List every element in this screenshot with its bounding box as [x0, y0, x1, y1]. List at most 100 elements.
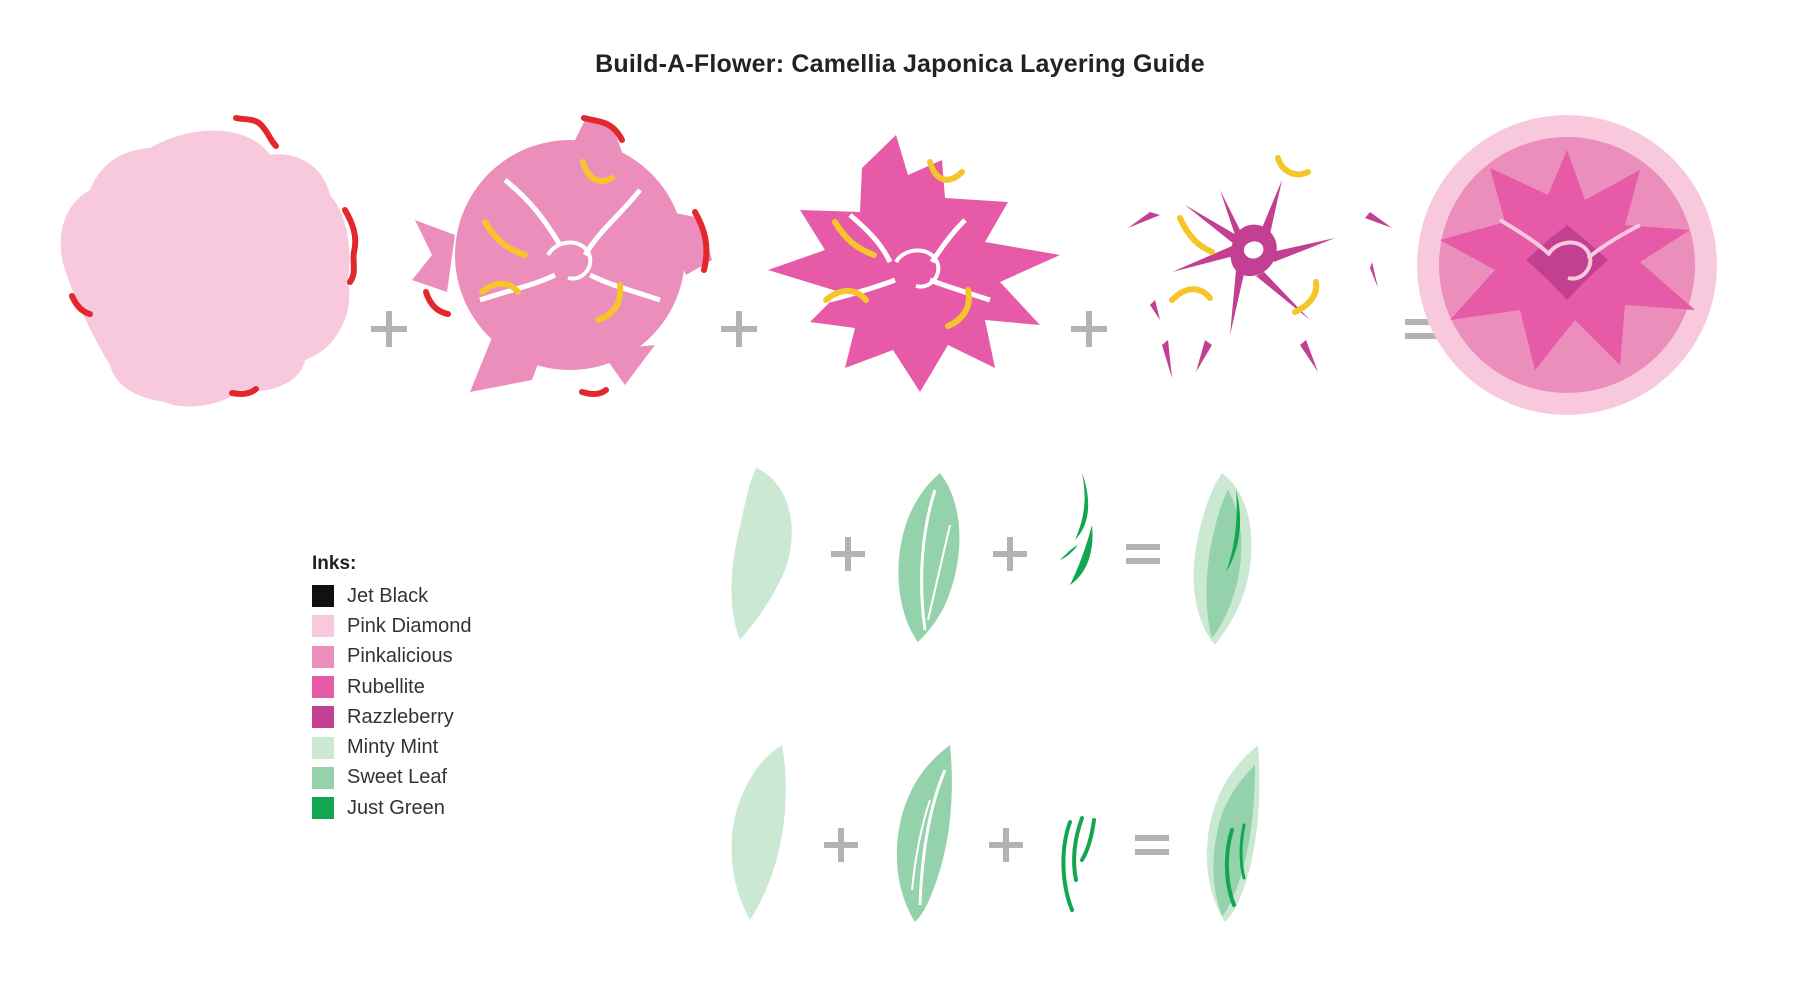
white-petal-line: [479, 272, 557, 303]
legend-item: Just Green: [312, 793, 472, 823]
legend-item-label: Razzleberry: [347, 705, 454, 728]
leaf-vein: [927, 524, 951, 621]
petal-edge: [600, 345, 655, 385]
razzleberry-center: [1230, 224, 1277, 277]
razzleberry-ray: [1262, 180, 1282, 234]
red-guide-mark: [69, 293, 93, 317]
color-swatch: [312, 706, 334, 729]
red-guide-mark: [342, 207, 359, 285]
razzleberry-ray: [1230, 270, 1244, 335]
red-guide-mark: [423, 289, 451, 317]
flower-step-2-pinkalicious-layer: [412, 115, 712, 398]
color-swatch: [312, 797, 334, 820]
legend-item-label: Jet Black: [347, 584, 429, 607]
white-petal-line: [503, 178, 563, 247]
legend-title: Inks:: [312, 553, 357, 574]
razzleberry-ray: [1185, 205, 1238, 244]
yellow-guide-mark: [595, 282, 624, 323]
legend-item: Pink Diamond: [312, 611, 472, 641]
finished-razzleberry-center: [1526, 225, 1608, 300]
leaf-a-just-green-accent: [1070, 525, 1093, 585]
razzleberry-ray: [1365, 212, 1392, 228]
red-guide-mark: [579, 387, 609, 398]
plus-icon: [989, 828, 1023, 862]
leaf-vein: [911, 799, 931, 891]
legend-item-label: Sweet Leaf: [347, 766, 448, 789]
leaf-b-finished-mid: [1213, 765, 1255, 916]
yellow-guide-mark: [1275, 155, 1311, 178]
color-swatch: [312, 645, 334, 668]
white-petal-line: [546, 240, 593, 281]
petal-edge: [412, 220, 455, 292]
leaf-set-b: [731, 745, 1260, 922]
legend-item: Jet Black: [312, 581, 472, 611]
yellow-guide-mark: [823, 288, 869, 303]
leaf-vein: [920, 489, 937, 631]
legend-item-label: Pink Diamond: [347, 614, 472, 637]
white-petal-line: [582, 188, 642, 257]
red-guide-mark: [233, 115, 279, 149]
petal-mass: [455, 140, 685, 370]
petal-edge: [575, 120, 625, 175]
rubellite-star-shape: [768, 135, 1060, 392]
yellow-guide-mark: [479, 280, 521, 295]
color-swatch: [312, 736, 334, 759]
color-swatch: [312, 766, 334, 789]
yellow-guide-mark: [927, 159, 965, 183]
white-petal-line: [1546, 240, 1593, 281]
red-guide-mark: [692, 209, 710, 273]
razzleberry-ray: [1162, 340, 1172, 378]
legend-item-label: Rubellite: [347, 675, 425, 698]
leaf-b-minty-mint: [731, 745, 786, 920]
leaf-b-just-green-accent: [1080, 818, 1096, 862]
color-swatch: [312, 676, 334, 699]
yellow-guide-mark: [945, 287, 972, 329]
leaf-vein: [918, 769, 947, 906]
leaf-set-a: [731, 468, 1252, 645]
plus-icon: [993, 537, 1027, 571]
legend-item: Minty Mint: [312, 732, 472, 762]
legend-item-label: Pinkalicious: [347, 645, 453, 668]
razzleberry-ray: [1256, 272, 1310, 320]
yellow-guide-mark: [1169, 286, 1213, 303]
flower-step-3-rubellite-layer: [768, 135, 1060, 392]
yellow-guide-mark: [1177, 215, 1215, 255]
razzleberry-ray: [1220, 190, 1240, 238]
razzleberry-ray: [1272, 238, 1335, 262]
leaf-a-sweet-leaf: [898, 473, 960, 642]
white-petal-line: [1498, 218, 1552, 257]
leaf-a-minty-mint: [731, 468, 792, 640]
flower-finished-result: [1417, 115, 1717, 415]
yellow-guide-mark: [482, 219, 528, 258]
equals-icon: [1135, 835, 1169, 855]
leaf-a-just-green-accent: [1060, 545, 1078, 560]
leaf-b-finished-accent: [1224, 828, 1236, 907]
flower-step-4-razzleberry-layer: [1128, 155, 1392, 378]
white-petal-line: [848, 213, 893, 264]
petal-edge: [470, 330, 545, 392]
leaf-b-just-green-accent: [1061, 820, 1074, 912]
legend-item: Sweet Leaf: [312, 763, 472, 793]
razzleberry-ray: [1172, 246, 1234, 272]
pink-diamond-silhouette: [60, 130, 350, 407]
color-swatch: [312, 615, 334, 638]
red-guide-mark: [581, 115, 625, 143]
flower-step-1-base-layer: [60, 115, 359, 407]
yellow-guide-mark: [580, 159, 615, 184]
razzleberry-ray: [1370, 262, 1378, 288]
leaf-b-just-green-accent: [1072, 816, 1084, 882]
red-guide-mark: [229, 386, 259, 397]
white-petal-line: [894, 248, 941, 289]
yellow-guide-mark: [1292, 279, 1320, 315]
plus-icon: [831, 537, 865, 571]
leaf-a-just-green-accent: [1075, 473, 1089, 540]
plus-icon: [1071, 311, 1107, 347]
page-title: Build-A-Flower: Camellia Japonica Layeri…: [595, 50, 1205, 78]
white-petal-line: [829, 277, 896, 303]
razzleberry-ray: [1128, 212, 1160, 228]
legend-item: Rubellite: [312, 672, 472, 702]
leaf-a-finished-mid: [1206, 490, 1242, 638]
razzleberry-ray: [1300, 340, 1318, 372]
